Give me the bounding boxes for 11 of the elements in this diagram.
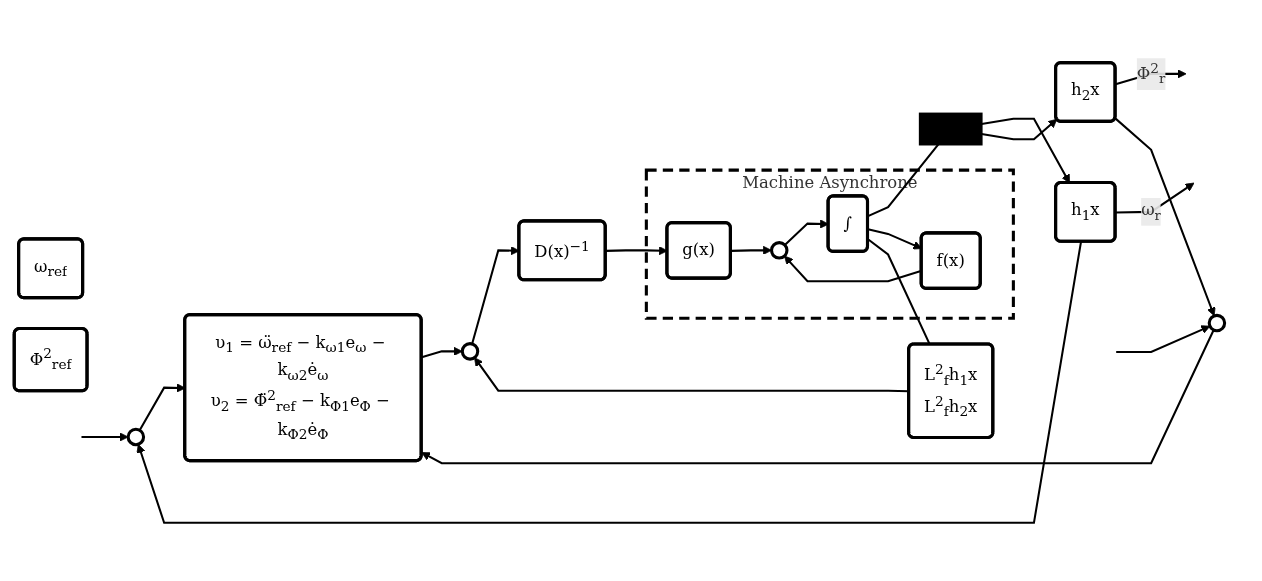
node-circle [460,342,480,361]
node-circle [1207,313,1227,333]
arrow [136,241,1082,524]
node-bar [918,112,983,146]
node-circle [770,241,789,260]
arrow [81,432,129,442]
arrow [981,118,1058,141]
edge-label: ω$_{r}$ [1141,199,1162,223]
node-circle [126,427,146,447]
arrow [1116,325,1211,354]
arrow [421,329,1215,465]
